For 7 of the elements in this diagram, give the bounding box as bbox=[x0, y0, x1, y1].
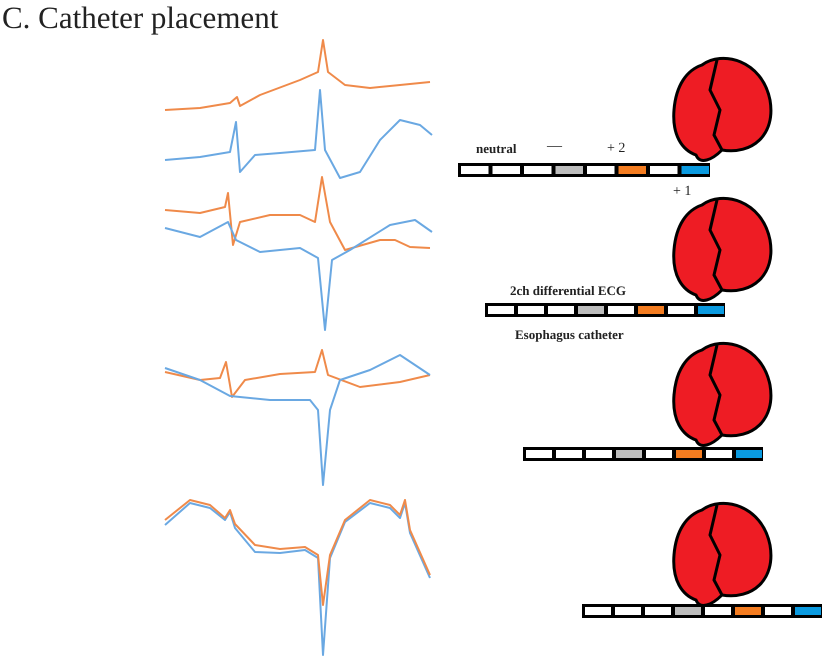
polarity-label: — bbox=[547, 138, 562, 155]
figure-title: C. Catheter placement bbox=[2, 0, 278, 36]
caption-label: 2ch differential ECG bbox=[510, 283, 626, 299]
polarity-label: + 2 bbox=[607, 141, 626, 157]
electrode-label: neutral bbox=[476, 141, 516, 157]
caption-label: Esophagus catheter bbox=[515, 327, 624, 343]
polarity-label: + 1 bbox=[673, 184, 692, 200]
